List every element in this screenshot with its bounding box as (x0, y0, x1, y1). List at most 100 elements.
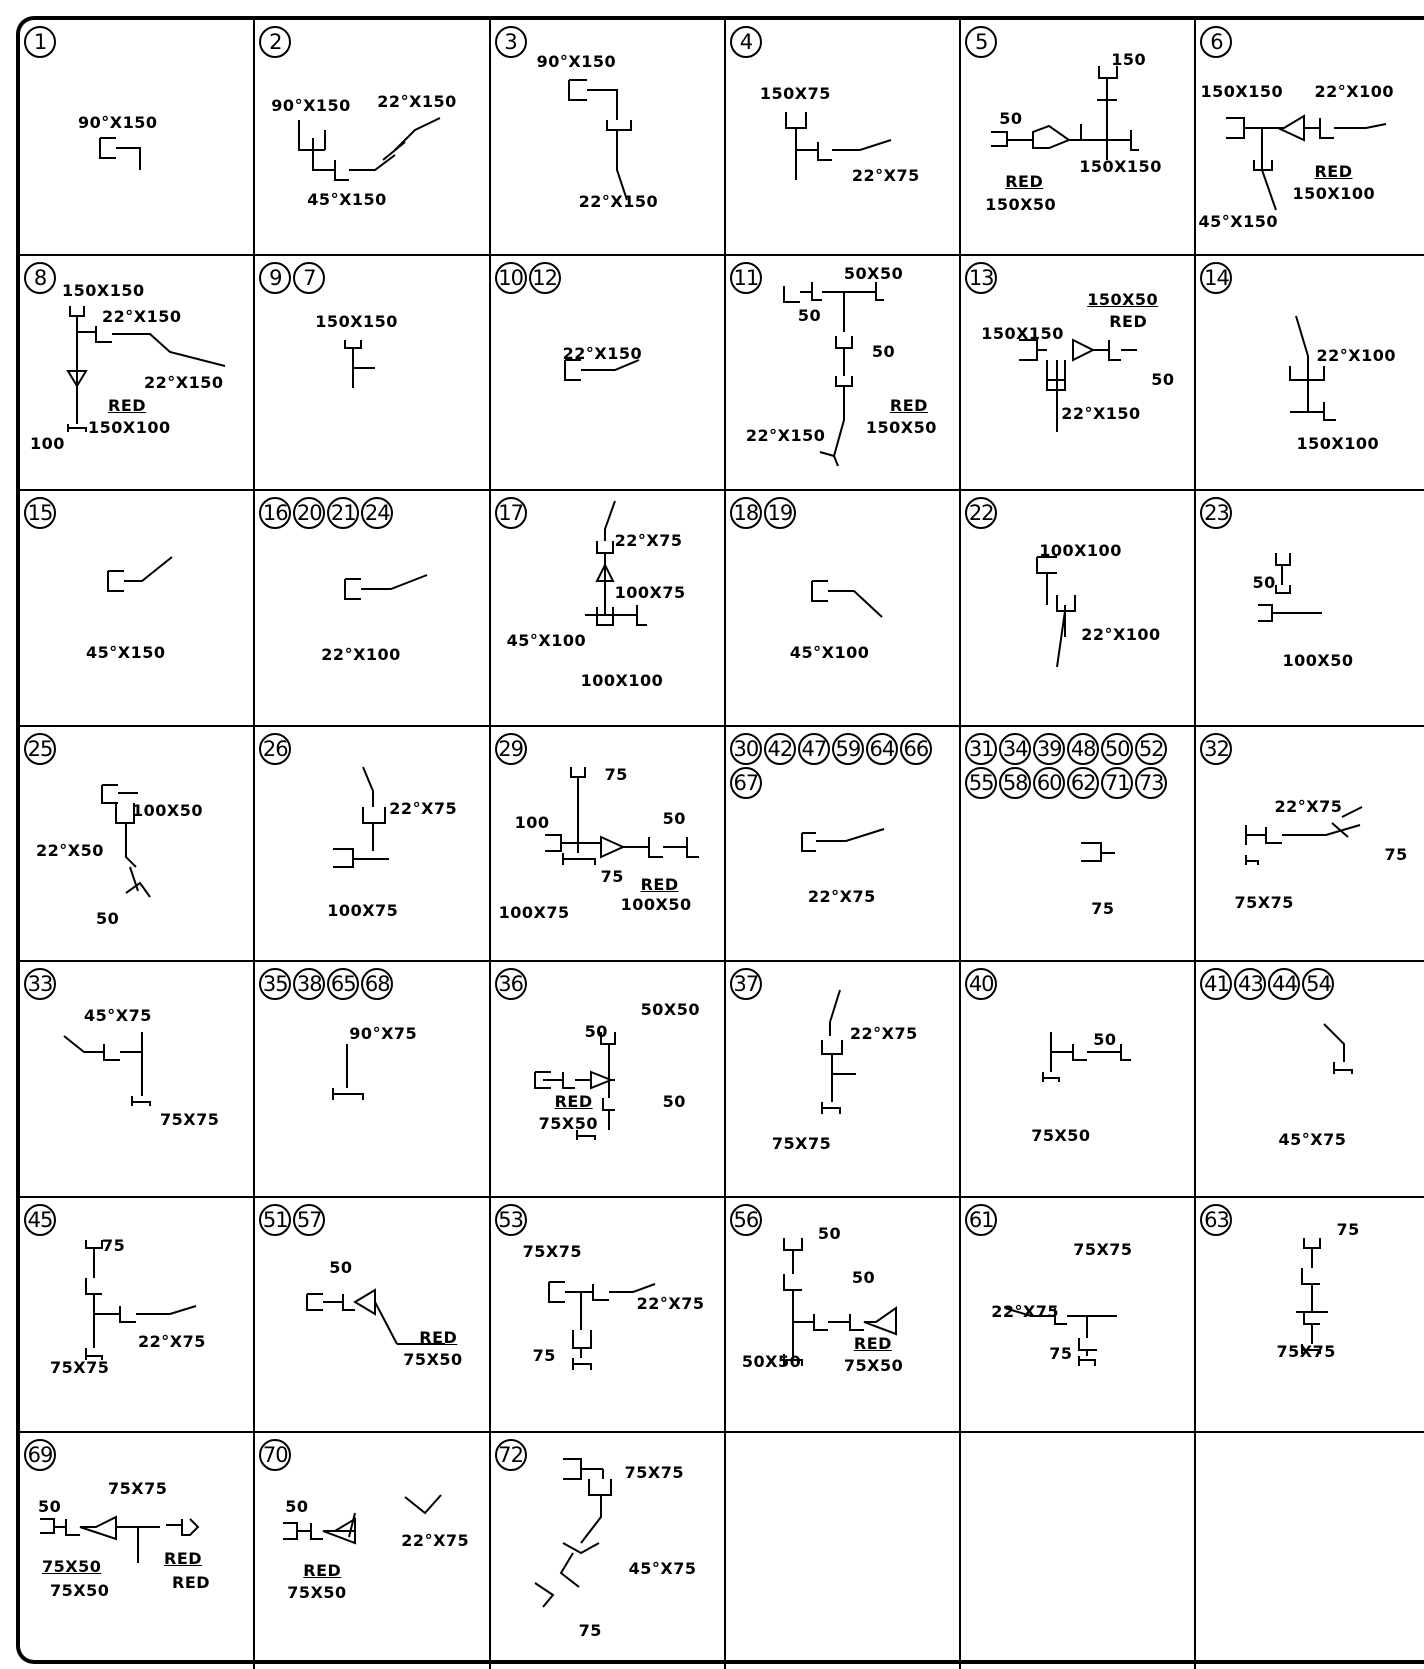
cell-number-group: 2 (259, 26, 474, 58)
fitting-symbol (85, 1239, 197, 1360)
cell-number-group: 72 (494, 1439, 710, 1471)
fitting-label: 50 (662, 1092, 686, 1111)
fitting-label: 150X150 (315, 311, 398, 331)
circled-number: 18 (729, 497, 762, 529)
fitting-label: 22°X150 (1061, 403, 1141, 423)
fitting-label: 150X100 (1296, 433, 1380, 453)
pipe-line (1226, 114, 1387, 211)
circled-number: 63 (1200, 1203, 1233, 1236)
circled-number: 1 (24, 26, 56, 58)
circled-number: 68 (361, 968, 394, 1000)
cell-number-group: 6 (1200, 26, 1415, 58)
fitting-label: 50 (584, 1022, 608, 1041)
fitting-label: 50 (285, 1497, 309, 1516)
circled-number: 21 (327, 497, 360, 529)
circled-number: 19 (763, 497, 796, 529)
pipe-line (784, 112, 892, 180)
pipe-line (782, 281, 884, 466)
circled-number: 59 (831, 732, 864, 765)
fitting-label: RED (303, 1561, 342, 1580)
pipe-line (782, 1237, 897, 1366)
circled-number: 36 (494, 968, 527, 1000)
fitting-label: RED (1314, 162, 1353, 181)
circled-number: 42 (763, 732, 796, 765)
fitting-label: 75 (1336, 1219, 1360, 1239)
circled-number: 60 (1033, 766, 1066, 799)
circled-number: 29 (494, 732, 527, 765)
circled-number: 65 (327, 968, 360, 1000)
circled-number: 22 (965, 497, 998, 529)
pipe-line (1323, 1023, 1354, 1074)
fitting-label: 50X50 (640, 1000, 700, 1019)
cell-number-group: 32 (1200, 732, 1415, 765)
fitting-label: 50X50 (843, 263, 904, 283)
fitting-label: 75X50 (42, 1557, 102, 1576)
cell-number-group: 61 (965, 1203, 1180, 1236)
fitting-label: 150X150 (1079, 157, 1162, 176)
fitting-label: RED (172, 1573, 211, 1592)
cell-number-group: 53 (494, 1203, 710, 1236)
cell-number-group: 25 (24, 732, 239, 765)
fitting-label: RED (1005, 172, 1044, 191)
circled-number: 9 (259, 261, 292, 294)
fitting-label: 22°X100 (1316, 345, 1396, 365)
circled-number: 50 (1101, 732, 1134, 765)
pipe-line (101, 783, 151, 898)
fitting-symbol (1289, 315, 1337, 421)
fitting-label: 22°X150 (745, 425, 826, 445)
circled-number: 61 (965, 1203, 998, 1236)
fitting-label: 90°X75 (349, 1024, 418, 1043)
circled-number: 45 (24, 1203, 56, 1236)
fitting-label: 45°X150 (1198, 212, 1278, 231)
fitting-label: 22°X75 (807, 886, 876, 906)
pipe-line (991, 66, 1140, 160)
circled-number: 3 (494, 26, 527, 58)
pipe-line (63, 1032, 151, 1106)
pipe-line (85, 1239, 197, 1360)
fitting-label: 75X50 (403, 1349, 463, 1369)
cell-number-group: 70 (259, 1439, 474, 1471)
pipe-line (1081, 841, 1116, 862)
fitting-symbol (1081, 841, 1116, 862)
fitting-label: 75X75 (1234, 892, 1294, 912)
fitting-label: 50 (851, 1267, 876, 1287)
fitting-symbol (1019, 337, 1138, 432)
circled-number: 2 (259, 26, 292, 58)
fitting-symbol (567, 79, 632, 201)
pipe-line (563, 358, 639, 381)
fitting-label: 50 (999, 109, 1023, 128)
fitting-label: 75X50 (1031, 1126, 1091, 1145)
fitting-label: RED (164, 1549, 203, 1568)
fitting-label: 50 (329, 1257, 353, 1277)
circled-number: 56 (729, 1203, 762, 1236)
fitting-label: 50 (1093, 1030, 1117, 1049)
fitting-label: 22°X100 (321, 645, 401, 664)
circled-number: 53 (494, 1203, 527, 1236)
fitting-label: 150X100 (1292, 184, 1376, 203)
circled-number: 20 (293, 497, 326, 529)
circled-number: 34 (999, 732, 1032, 765)
fitting-symbol (782, 281, 884, 466)
circled-number: 37 (729, 968, 762, 1000)
fitting-symbol (1258, 553, 1323, 622)
fitting-label: 45°X75 (628, 1559, 697, 1578)
cell-number-group: 69 (24, 1439, 239, 1471)
pipe-line (547, 1280, 655, 1370)
fitting-symbol (63, 1032, 151, 1106)
